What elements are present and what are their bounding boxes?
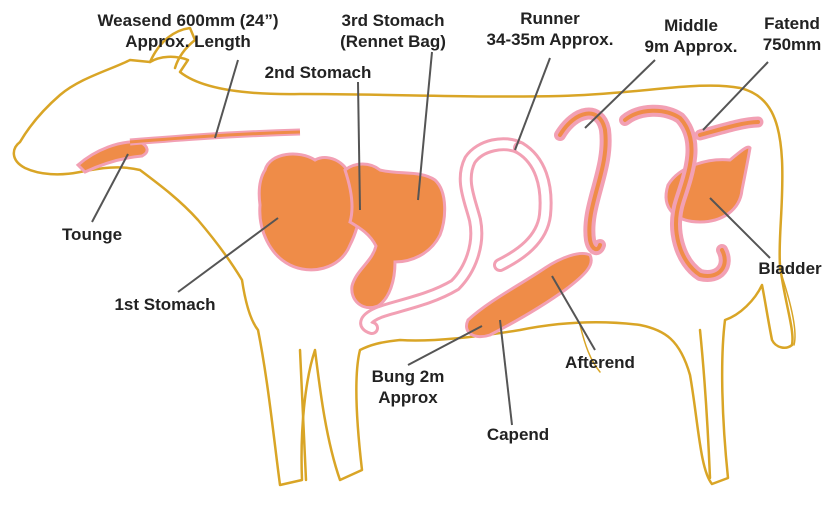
label-middle: Middle 9m Approx.: [626, 15, 756, 57]
leader-first-stomach: [178, 218, 278, 292]
leader-bung: [408, 326, 482, 365]
label-second-stomach: 2nd Stomach: [248, 62, 388, 83]
label-third-stomach: 3rd Stomach (Rennet Bag): [318, 10, 468, 52]
label-bung: Bung 2m Approx: [358, 366, 458, 408]
label-first-stomach: 1st Stomach: [95, 294, 235, 315]
label-capend: Capend: [468, 424, 568, 445]
leader-weasend: [215, 60, 238, 138]
label-weasend: Weasend 600mm (24”) Approx. Length: [38, 10, 338, 52]
label-fatend: Fatend 750mm: [752, 13, 832, 55]
label-tongue: Tounge: [42, 224, 142, 245]
label-runner: Runner 34-35m Approx.: [470, 8, 630, 50]
label-bladder: Bladder: [745, 258, 835, 279]
leader-afterend: [552, 276, 595, 350]
leader-capend: [500, 320, 512, 425]
leader-runner: [515, 58, 550, 150]
label-afterend: Afterend: [550, 352, 650, 373]
